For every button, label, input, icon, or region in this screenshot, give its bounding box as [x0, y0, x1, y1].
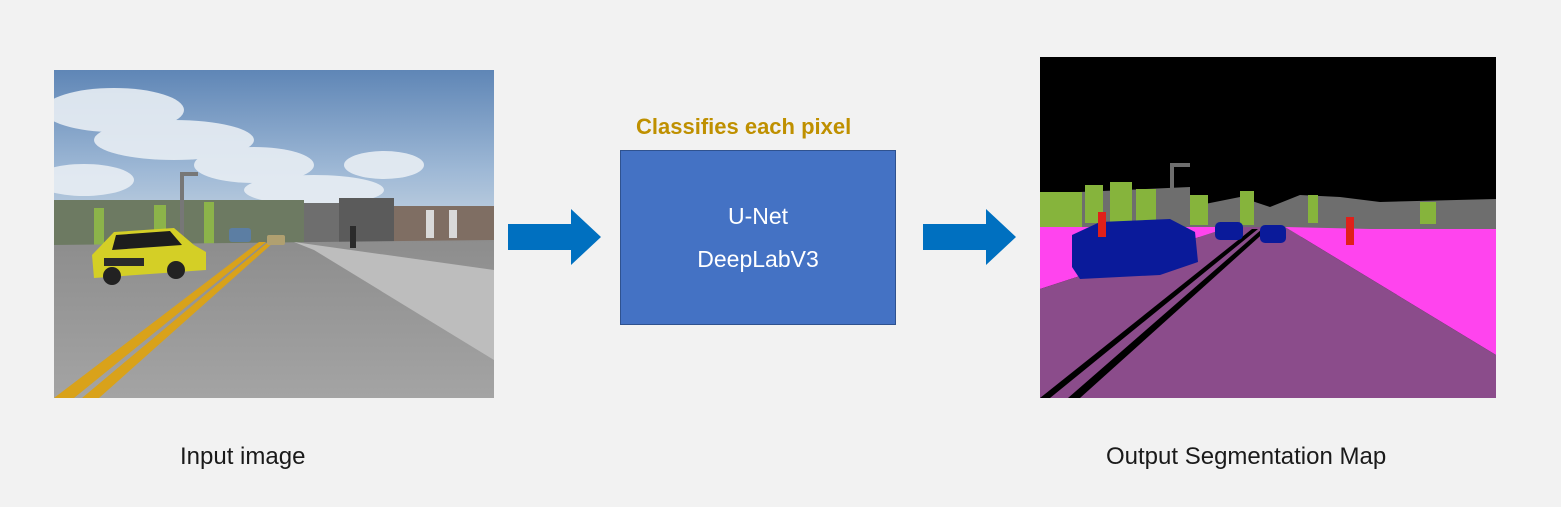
right-arrow-icon [923, 209, 1016, 265]
model-name-deeplabv3: DeepLabV3 [697, 245, 819, 272]
output-map-caption: Output Segmentation Map [1106, 443, 1387, 470]
output-segmentation-map [1040, 57, 1496, 398]
input-image [54, 70, 494, 398]
input-image-caption: Input image [180, 443, 306, 470]
model-box: U-Net DeepLabV3 [620, 150, 896, 325]
model-heading: Classifies each pixel [636, 114, 852, 139]
model-name-unet: U-Net [727, 202, 789, 229]
right-arrow-icon [508, 209, 601, 265]
